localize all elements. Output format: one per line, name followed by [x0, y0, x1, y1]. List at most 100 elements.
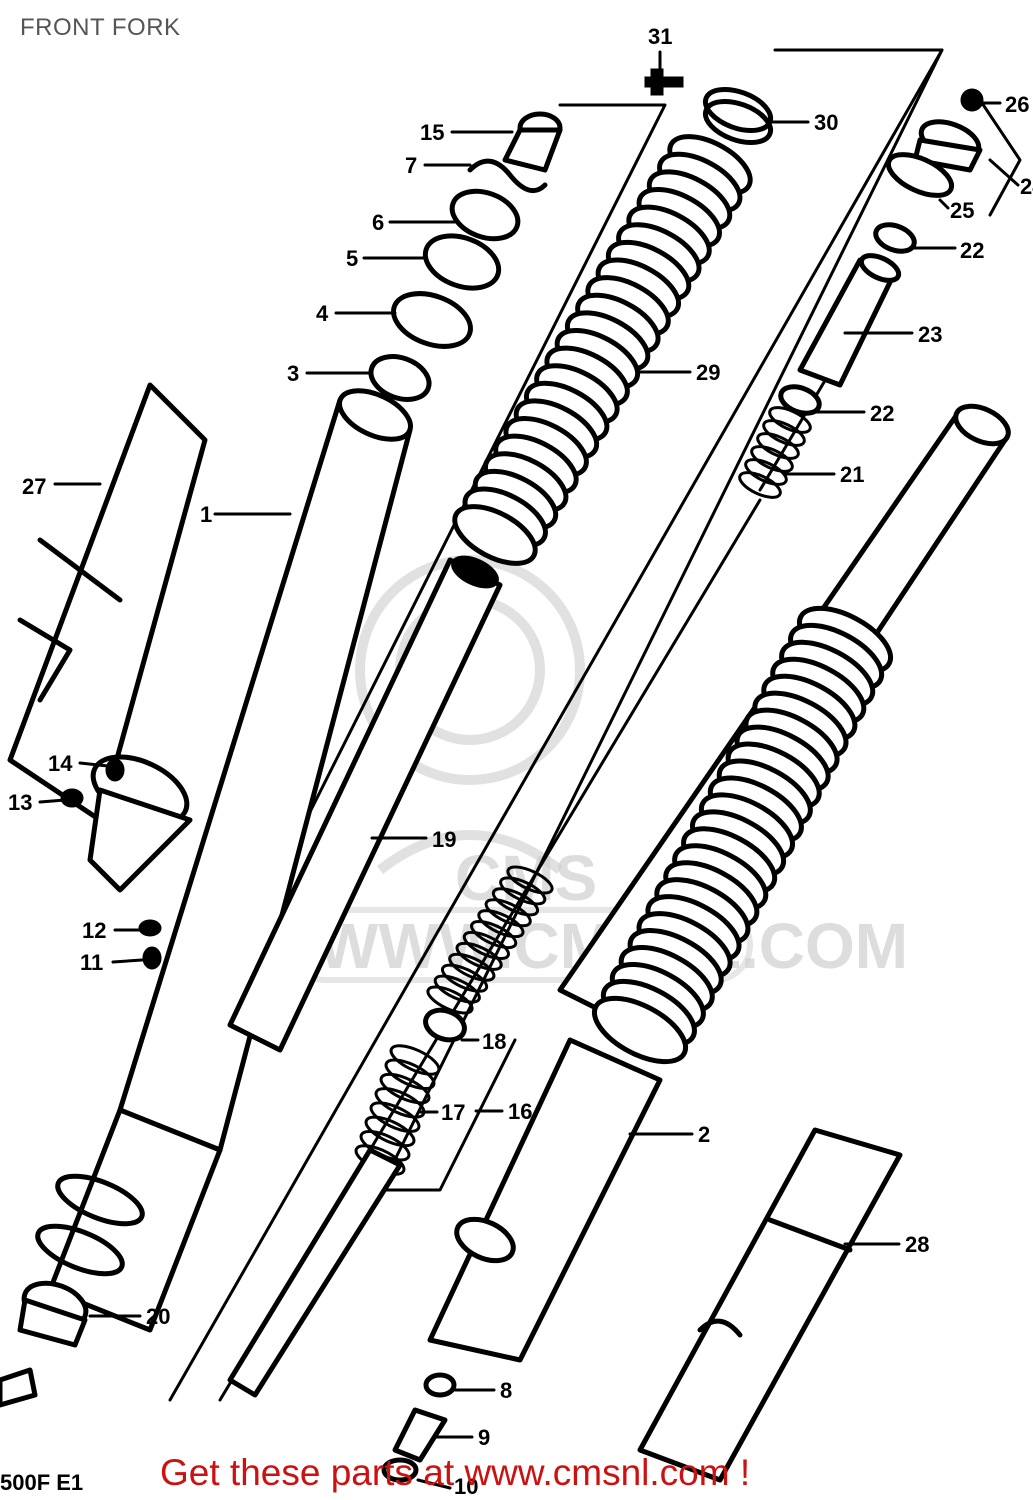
spring-coil: [744, 458, 788, 486]
callout-12: 12: [82, 918, 142, 943]
spring-coil: [506, 865, 554, 895]
callout-label: 26: [1005, 92, 1029, 117]
callout-11: 11: [80, 950, 144, 975]
spring-coil: [455, 941, 503, 971]
callout-label: 30: [814, 110, 838, 135]
callout-label: 9: [478, 1425, 490, 1450]
callout-label: 22: [960, 238, 984, 263]
callout-label: 16: [508, 1099, 532, 1124]
spring-coil: [433, 974, 481, 1004]
callout-label: 8: [500, 1378, 512, 1403]
spring-coil: [369, 1101, 421, 1133]
spring-coil: [484, 898, 532, 928]
callout-label: 25: [950, 198, 974, 223]
callout-7: 7: [405, 153, 472, 178]
callout-leader-line: [988, 158, 1020, 187]
callout-label: 19: [432, 827, 456, 852]
bellows-ring: [591, 995, 689, 1065]
callout-label: 23: [918, 322, 942, 347]
spring-coil: [364, 1115, 416, 1148]
callout-20: 20: [88, 1304, 170, 1329]
callout-26: 26: [978, 92, 1029, 117]
callout-label: 1: [200, 502, 212, 527]
part-19-inner-tube: [227, 555, 503, 1053]
spring-coil: [426, 985, 474, 1015]
callout-19: 19: [370, 827, 456, 852]
callout-22: 22: [813, 401, 894, 426]
lower-springs: [227, 865, 554, 1398]
model-code: 500F E1: [0, 1470, 84, 1495]
callout-label: 10: [454, 1474, 478, 1499]
callout-29: 29: [638, 360, 720, 385]
callout-label: 24: [1020, 174, 1033, 199]
callout-1: 1: [200, 502, 292, 527]
spring-coil: [768, 406, 812, 434]
part-outer-tube-left: [35, 388, 413, 1333]
callout-14: 14: [48, 751, 110, 776]
callout-label: 29: [696, 360, 720, 385]
callout-label: 14: [48, 751, 73, 776]
spring-coil: [470, 920, 518, 950]
part-20-bushing: [17, 1280, 89, 1348]
spring-coil: [374, 1087, 426, 1119]
callout-16: 16: [474, 1099, 532, 1124]
spring-coil: [756, 432, 800, 460]
callout-label: 4: [316, 301, 329, 326]
callout-21: 21: [783, 462, 864, 487]
page-title: FRONT FORK: [20, 14, 181, 41]
callout-17: 17: [418, 1100, 465, 1125]
callout-3: 3: [287, 361, 372, 386]
spring-coil: [499, 876, 547, 906]
callout-label: 3: [287, 361, 299, 386]
callout-28: 28: [843, 1232, 929, 1257]
part-29-bellows-upper: [452, 134, 753, 566]
callout-leader-line: [38, 798, 67, 804]
callout-10: 10: [416, 1474, 478, 1499]
callouts: 3130157654312714131211191817162029262425…: [8, 24, 1033, 1499]
spring-coil: [462, 930, 510, 960]
callout-label: 31: [648, 24, 672, 49]
spring-coil: [448, 952, 496, 982]
spring-coil: [477, 909, 525, 939]
part-30-ring: [702, 86, 774, 146]
callout-13: 13: [8, 790, 67, 815]
callout-label: 28: [905, 1232, 929, 1257]
callout-label: 11: [80, 950, 103, 975]
spring-coil: [750, 445, 794, 473]
callout-22: 22: [908, 238, 984, 263]
callout-label: 22: [870, 401, 894, 426]
callout-label: 15: [420, 120, 444, 145]
callout-24: 24: [988, 158, 1033, 199]
callout-label: 7: [405, 153, 417, 178]
callout-label: 13: [8, 790, 32, 815]
spring-coil: [389, 1044, 441, 1076]
spring-coil: [738, 471, 782, 499]
callout-leader-line: [938, 198, 950, 210]
part-2-outer-tube-right: [427, 403, 1011, 1363]
spring-coil: [440, 963, 489, 993]
callout-25: 25: [938, 198, 974, 223]
callout-label: 20: [146, 1304, 170, 1329]
spring-coil: [379, 1072, 431, 1105]
callout-18: 18: [460, 1029, 506, 1054]
callout-23: 23: [843, 322, 942, 347]
callout-leader-line: [111, 958, 144, 964]
callout-leader-line: [78, 761, 110, 768]
footer-link[interactable]: Get these parts at www.cmsnl.com !: [160, 1452, 751, 1493]
callout-31: 31: [648, 24, 672, 74]
callout-8: 8: [453, 1378, 512, 1403]
callout-label: 2: [698, 1122, 710, 1147]
small-fasteners: [0, 758, 457, 1483]
right-top-parts: [738, 88, 984, 499]
callout-15: 15: [420, 120, 514, 145]
callout-label: 12: [82, 918, 106, 943]
bellows-ring: [452, 504, 538, 566]
callout-9: 9: [433, 1425, 490, 1450]
seal-stack: [368, 111, 563, 402]
callout-2: 2: [628, 1122, 710, 1147]
callout-6: 6: [372, 210, 457, 235]
callout-label: 5: [346, 246, 358, 271]
spring-coil: [491, 887, 540, 917]
